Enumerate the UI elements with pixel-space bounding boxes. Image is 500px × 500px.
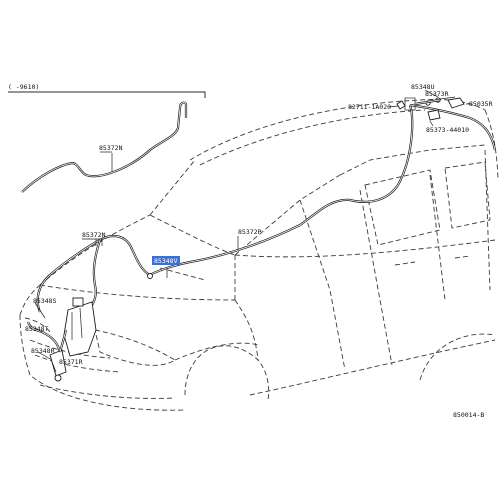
rear-nozzle-assembly [396, 97, 465, 121]
label-85372N-left: 85372N [82, 231, 106, 239]
bracket-label: ( -9610) [8, 83, 39, 91]
label-85373-44010: 85373-44010 [426, 126, 469, 134]
label-85348U: 85348U [411, 83, 435, 91]
label-85373R: 85373R [425, 90, 449, 98]
highlight-85348V [152, 256, 180, 265]
label-85348R: 85348R [31, 347, 55, 355]
washer-reservoir [26, 297, 97, 382]
label-85348S: 85348S [33, 297, 57, 305]
label-85035R: 85035R [469, 100, 493, 108]
hood-joint [147, 273, 153, 279]
detached-hose-85372N [21, 101, 188, 193]
label-82711-1A020: 82711-1A020 [348, 103, 391, 111]
label-85372N-top: 85372N [99, 144, 123, 152]
label-85348T: 85348T [25, 325, 49, 333]
label-85372P: 85372P [238, 228, 262, 236]
label-85348V[interactable]: 85348V [154, 257, 178, 265]
bracket-reference: ( -9610) [8, 83, 206, 98]
car-body-outline [19, 99, 499, 411]
label-85371R: 85371R [59, 358, 83, 366]
figure-code: 850014-B [453, 411, 484, 419]
leaders [34, 89, 470, 373]
part-labels: 85372N 85372N 85372P 85348V 85348U 85373… [25, 83, 493, 419]
